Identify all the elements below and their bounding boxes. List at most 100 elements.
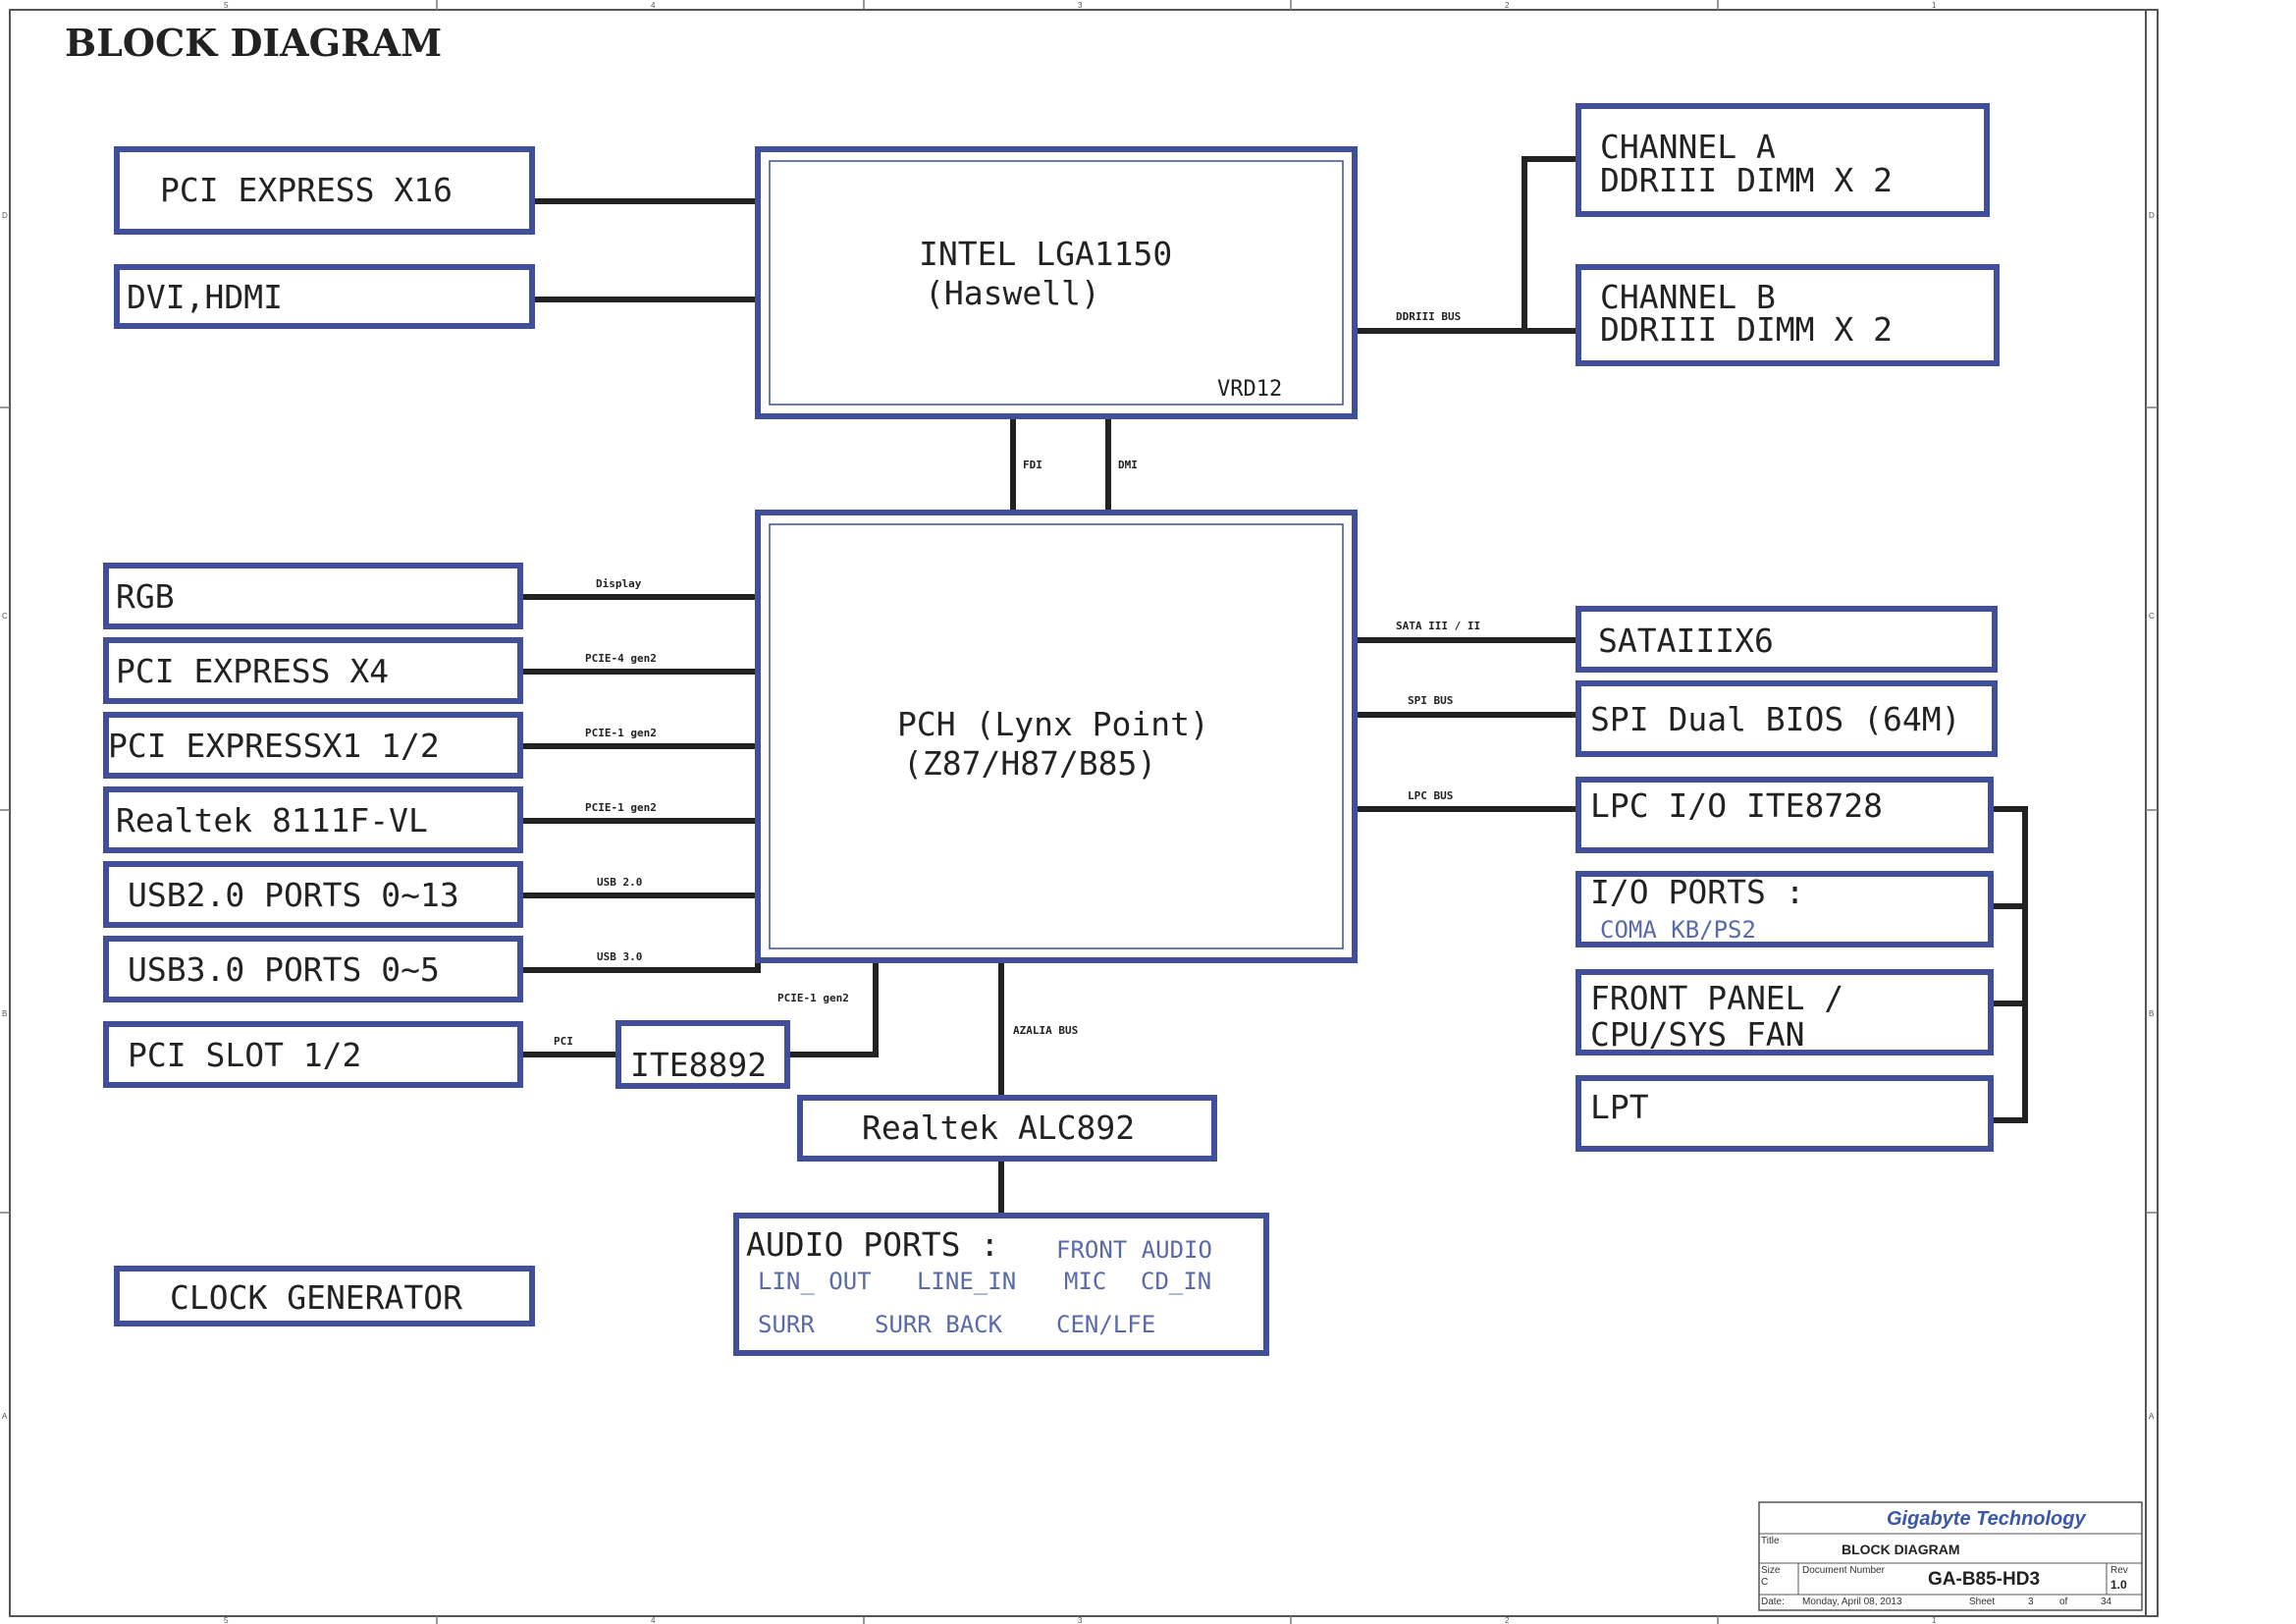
sheet-value: 3 <box>2028 1597 2034 1607</box>
clock-generator-block: CLOCK GENERATOR <box>114 1266 535 1326</box>
io-ports-title: I/O PORTS : <box>1590 873 1805 911</box>
size-label: Size <box>1761 1565 1781 1576</box>
ite8892-label: ITE8892 <box>630 1046 767 1084</box>
lpc-io-label: LPC I/O ITE8728 <box>1590 786 1883 825</box>
front-panel-fan: CPU/SYS FAN <box>1590 1015 1805 1054</box>
border-col-label: 2 <box>1505 1 1510 10</box>
spi-bios-label: SPI Dual BIOS (64M) <box>1590 700 1961 738</box>
pcie-x16-label: PCI EXPRESS X16 <box>160 171 453 209</box>
sata-label: SATAIIIX6 <box>1598 622 1774 660</box>
border-col-label: 4 <box>651 1616 656 1624</box>
front-panel-block: FRONT PANEL / CPU/SYS FAN <box>1575 969 1994 1056</box>
pcie-x1-block: PCI EXPRESSX1 1/2 <box>103 712 523 779</box>
channel-b-dimm: DDRIII DIMM X 2 <box>1600 310 1893 349</box>
audio-front-audio: FRONT AUDIO <box>1056 1236 1212 1264</box>
wire-lpc-bus-right <box>1990 806 2028 1123</box>
pch-models: (Z87/H87/B85) <box>903 744 1156 783</box>
border-row-label: A <box>2 1412 8 1421</box>
doc-number: GA-B85-HD3 <box>1928 1569 2040 1590</box>
pci-slot-block: PCI SLOT 1/2 <box>103 1021 523 1088</box>
usb3-block: USB3.0 PORTS 0~5 <box>103 936 523 1002</box>
border-row-label: D <box>2149 211 2155 220</box>
pcie-x4-label: PCI EXPRESS X4 <box>116 652 389 690</box>
clock-generator-label: CLOCK GENERATOR <box>170 1278 462 1317</box>
date-value: Monday, April 08, 2013 <box>1802 1597 1902 1607</box>
label-azalia-bus: AZALIA BUS <box>1013 1024 1078 1037</box>
channel-a-dimm: DDRIII DIMM X 2 <box>1600 161 1893 199</box>
usb3-label: USB3.0 PORTS 0~5 <box>128 950 440 989</box>
usb2-label: USB2.0 PORTS 0~13 <box>128 876 459 914</box>
border-col-label: 3 <box>1078 1 1083 10</box>
border-row-label: C <box>2 612 8 621</box>
rev-label: Rev <box>2110 1565 2128 1576</box>
date-label: Date: <box>1761 1597 1785 1607</box>
doc-number-label: Document Number <box>1802 1565 1886 1576</box>
border-col-label: 5 <box>224 1 229 10</box>
border-col-label: 1 <box>1932 1616 1937 1624</box>
connection-wires <box>519 156 2028 1218</box>
audio-surr: SURR <box>758 1311 815 1338</box>
audio-mic: MIC <box>1064 1268 1106 1295</box>
io-ports-sub: COMA KB/PS2 <box>1600 916 1756 944</box>
label-dmi: DMI <box>1118 459 1138 471</box>
audio-cd-in: CD_IN <box>1141 1268 1211 1295</box>
cpu-block: INTEL LGA1150 (Haswell) VRD12 <box>755 146 1358 419</box>
title-block: Gigabyte Technology Title BLOCK DIAGRAM … <box>1758 1501 2143 1611</box>
pch-name: PCH (Lynx Point) <box>897 705 1209 743</box>
dvi-hdmi-label: DVI,HDMI <box>127 278 283 316</box>
channel-a-title: CHANNEL A <box>1600 128 1776 166</box>
channel-a-block: CHANNEL A DDRIII DIMM X 2 <box>1575 103 1990 217</box>
label-fdi: FDI <box>1023 459 1042 471</box>
border-col-label: 1 <box>1932 1 1937 10</box>
pcie-x16-block: PCI EXPRESS X16 <box>114 146 535 235</box>
realtek-lan-block: Realtek 8111F-VL <box>103 786 523 853</box>
border-row-label: A <box>2149 1412 2155 1421</box>
wire-ite8892-pch <box>784 959 879 1057</box>
realtek-codec-block: Realtek ALC892 <box>797 1095 1217 1162</box>
sheet-frame-right-strip <box>2145 9 2159 1617</box>
border-row-label: D <box>2 211 8 220</box>
wire-ddr-channel-a <box>1522 156 1579 334</box>
cpu-codename: (Haswell) <box>925 274 1100 312</box>
channel-b-title: CHANNEL B <box>1600 278 1776 316</box>
sheet-title: BLOCK DIAGRAM <box>1842 1542 1960 1557</box>
audio-surr-back: SURR BACK <box>875 1311 1003 1338</box>
audio-ports-block: AUDIO PORTS : FRONT AUDIO LIN_ OUT LINE_… <box>733 1213 1269 1356</box>
audio-ports-title: AUDIO PORTS : <box>746 1225 999 1264</box>
pcie-x4-block: PCI EXPRESS X4 <box>103 637 523 704</box>
realtek-lan-label: Realtek 8111F-VL <box>116 801 428 839</box>
ite8892-block: ITE8892 <box>615 1020 790 1089</box>
pch-block: PCH (Lynx Point) (Z87/H87/B85) <box>755 510 1358 963</box>
size-value: C <box>1761 1577 1768 1588</box>
label-usb2-bus: USB 2.0 <box>597 876 642 889</box>
sheet-label: Sheet <box>1969 1597 1995 1607</box>
label-sata-bus: SATA III / II <box>1396 620 1480 632</box>
front-panel-title: FRONT PANEL / <box>1590 979 1843 1017</box>
lpt-block: LPT <box>1575 1075 1994 1152</box>
rev-value: 1.0 <box>2110 1578 2127 1592</box>
border-col-label: 5 <box>224 1616 229 1624</box>
audio-line-in: LINE_IN <box>917 1268 1016 1295</box>
wire-usb3 <box>519 957 761 973</box>
border-row-label: B <box>2 1009 7 1018</box>
rgb-label: RGB <box>116 577 175 616</box>
label-display-bus: Display <box>596 577 642 590</box>
realtek-codec-label: Realtek ALC892 <box>862 1109 1135 1147</box>
lpc-io-block: LPC I/O ITE8728 <box>1575 777 1994 853</box>
io-ports-block: I/O PORTS : COMA KB/PS2 <box>1575 871 1994 947</box>
label-lpc-bus: LPC BUS <box>1408 789 1453 802</box>
usb2-block: USB2.0 PORTS 0~13 <box>103 861 523 928</box>
border-row-label: B <box>2149 1009 2154 1018</box>
channel-b-block: CHANNEL B DDRIII DIMM X 2 <box>1575 264 2000 366</box>
pci-slot-label: PCI SLOT 1/2 <box>128 1036 361 1074</box>
of-value: 34 <box>2101 1597 2112 1607</box>
pcie-x1-label: PCI EXPRESSX1 1/2 <box>108 727 440 765</box>
label-pci-bus: PCI <box>554 1035 573 1048</box>
rgb-block: RGB <box>103 563 523 629</box>
lpt-label: LPT <box>1590 1088 1649 1126</box>
label-ddr-bus: DDRIII BUS <box>1396 310 1461 323</box>
diagram-title: BLOCK DIAGRAM <box>65 21 442 65</box>
label-ite-pcie-bus: PCIE-1 gen2 <box>777 992 849 1004</box>
dvi-hdmi-block: DVI,HDMI <box>114 264 535 329</box>
